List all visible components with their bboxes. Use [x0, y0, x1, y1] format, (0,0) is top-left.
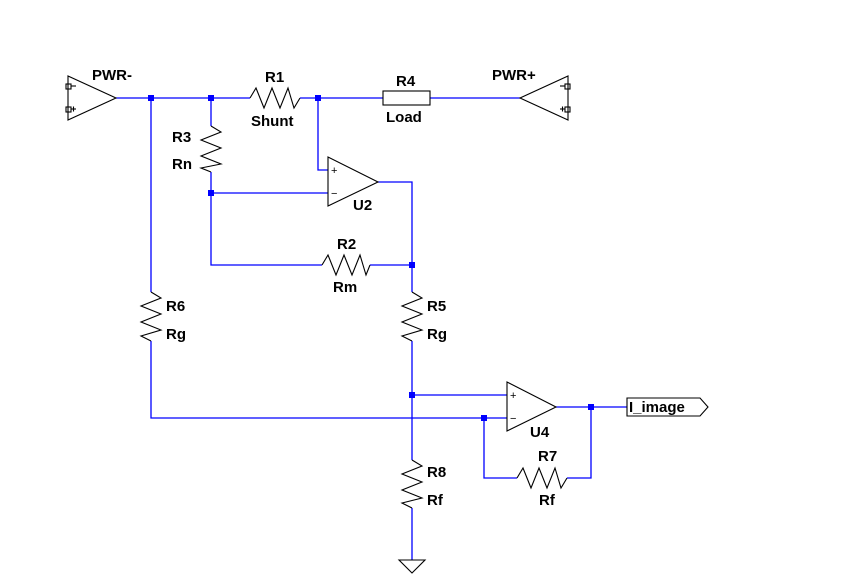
ground-symbol: [397, 559, 427, 574]
resistor-r5: R5 Rg: [400, 291, 447, 343]
pwr-minus-port: PWR-: [65, 67, 132, 121]
pwr-plus-port-symbol: [518, 75, 569, 121]
resistor-r7-ref: R7: [538, 448, 557, 465]
junction-dot: [409, 262, 415, 268]
opamp-u4-plus-mark: +: [510, 390, 516, 402]
resistor-r1-value: Shunt: [251, 113, 294, 130]
resistor-r2-value: Rm: [333, 279, 357, 296]
pwr-minus-label: PWR-: [92, 67, 132, 84]
resistor-r4: R4 Load: [382, 73, 431, 126]
opamp-u2-triangle: [327, 156, 380, 207]
junction-dot: [208, 190, 214, 196]
resistor-r5-zigzag: [400, 291, 424, 342]
pwr-plus-label: PWR+: [492, 67, 536, 84]
output-port-label: I_image: [629, 399, 685, 416]
output-port: I_image: [626, 397, 709, 417]
junction-dot: [148, 95, 154, 101]
opamp-u4-ref: U4: [530, 424, 550, 441]
resistor-r8-ref: R8: [427, 464, 446, 481]
resistor-r2-ref: R2: [337, 236, 356, 253]
junction-dot: [208, 95, 214, 101]
resistor-r3-zigzag: [199, 125, 223, 173]
output-port-flag: [626, 397, 709, 417]
opamp-u4-triangle: [506, 381, 558, 432]
wire-r7-loop: [483, 418, 517, 479]
opamp-u4: + − U4: [506, 381, 558, 441]
pwr-plus-port: PWR+: [492, 67, 571, 121]
resistor-r6-value: Rg: [166, 326, 186, 343]
resistor-r4-body: [382, 90, 431, 106]
resistor-r6-ref: R6: [166, 298, 185, 315]
resistor-r2: R2 Rm: [321, 236, 371, 296]
opamp-u2-plus-mark: +: [331, 165, 337, 177]
resistor-r7-value: Rf: [539, 492, 556, 509]
resistor-r4-ref: R4: [396, 73, 416, 90]
junction-dot: [315, 95, 321, 101]
opamp-u4-minus-mark: −: [510, 413, 516, 425]
wire-u2-output: [378, 181, 413, 265]
resistor-r6-zigzag: [139, 291, 163, 342]
resistor-r7: R7 Rf: [516, 448, 568, 509]
resistor-r8: R8 Rf: [400, 459, 446, 509]
pwr-minus-port-symbol: [67, 75, 118, 121]
junction-dot: [588, 404, 594, 410]
resistor-r8-value: Rf: [427, 492, 444, 509]
junctions: [148, 95, 594, 421]
wire-shunt-to-u2-noninv: [317, 98, 328, 171]
resistor-r1-zigzag: [249, 86, 301, 110]
resistor-r3-ref: R3: [172, 129, 191, 146]
resistor-r3-value: Rn: [172, 156, 192, 173]
junction-dot: [481, 415, 487, 421]
wire-r7-right: [567, 407, 592, 479]
resistor-r5-value: Rg: [427, 326, 447, 343]
opamp-u2-ref: U2: [353, 197, 372, 214]
opamp-u2-minus-mark: −: [331, 188, 337, 200]
resistor-r7-zigzag: [516, 466, 568, 490]
resistor-r6: R6 Rg: [139, 291, 186, 343]
resistor-r1-ref: R1: [265, 69, 284, 86]
resistor-r3: R3 Rn: [172, 125, 223, 173]
wires: [116, 97, 627, 560]
wire-rm-left: [210, 193, 322, 266]
resistor-r4-value: Load: [386, 109, 422, 126]
ground-icon: [397, 559, 427, 574]
resistor-r2-zigzag: [321, 253, 371, 277]
resistor-r5-ref: R5: [427, 298, 446, 315]
opamp-u2: + − U2: [327, 156, 380, 214]
wire-r6-to-u4-inv: [150, 341, 507, 419]
resistor-r8-zigzag: [400, 459, 424, 509]
resistor-r1: R1 Shunt: [249, 69, 301, 130]
junction-dot: [409, 392, 415, 398]
